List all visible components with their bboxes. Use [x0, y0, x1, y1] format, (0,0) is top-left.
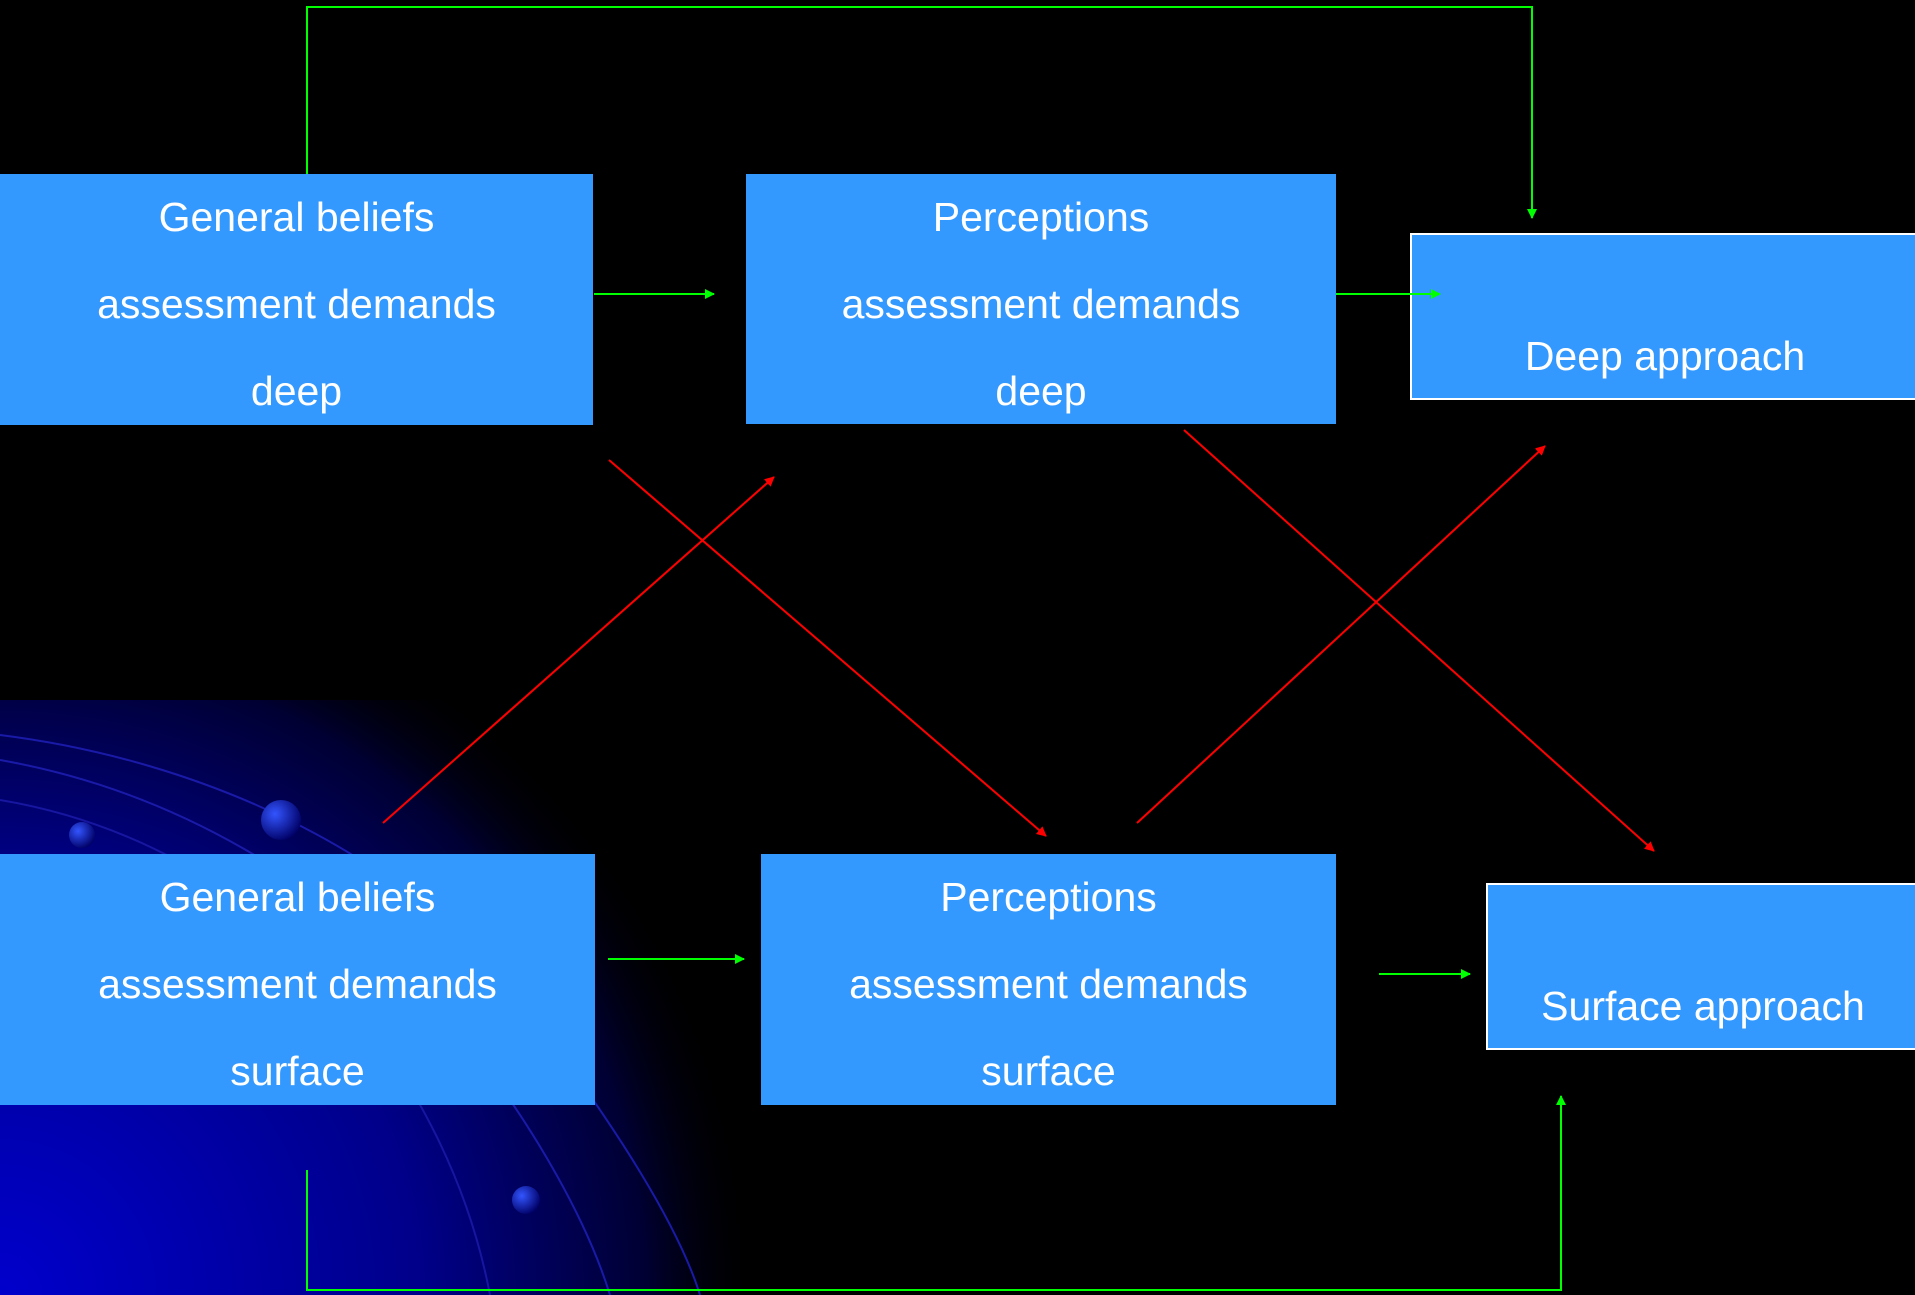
node-line: General beliefs — [159, 874, 436, 920]
node-general-beliefs-deep: General beliefs assessment demands deep — [0, 174, 593, 425]
node-line: deep — [995, 368, 1087, 414]
edge-beliefs-surface-to-surface-approach — [306, 1095, 1566, 1291]
edge-beliefs-deep-to-deep-approach — [306, 6, 1537, 219]
node-line: General beliefs — [158, 194, 435, 240]
node-line: assessment demands — [97, 281, 496, 327]
node-line: surface — [230, 1048, 365, 1094]
node-line: assessment demands — [98, 961, 497, 1007]
node-line: assessment demands — [841, 281, 1241, 327]
node-line: Perceptions — [932, 194, 1150, 240]
node-surface-approach: Surface approach — [1486, 883, 1915, 1050]
node-line: surface — [981, 1048, 1116, 1094]
node-perceptions-deep: Perceptions assessment demands deep — [746, 174, 1336, 424]
node-label: Surface approach — [1541, 983, 1865, 1029]
node-line: deep — [250, 368, 343, 414]
node-perceptions-surface: Perceptions assessment demands surface — [761, 854, 1336, 1105]
node-general-beliefs-surface: General beliefs assessment demands surfa… — [0, 854, 595, 1105]
sphere — [512, 1186, 540, 1214]
edge-beliefs-surface-to-perceptions-deep — [382, 476, 775, 824]
edge-perceptions-surface-to-deep-approach — [1136, 445, 1546, 824]
sphere — [69, 822, 95, 848]
node-line: assessment demands — [849, 961, 1248, 1007]
node-deep-approach: Deep approach — [1410, 233, 1915, 400]
edge-perceptions-deep-to-surface-approach — [1183, 429, 1655, 852]
node-line: Perceptions — [940, 874, 1157, 920]
node-label: Deep approach — [1524, 333, 1806, 379]
edge-beliefs-deep-to-perceptions-surface — [608, 459, 1047, 837]
sphere — [261, 800, 301, 840]
